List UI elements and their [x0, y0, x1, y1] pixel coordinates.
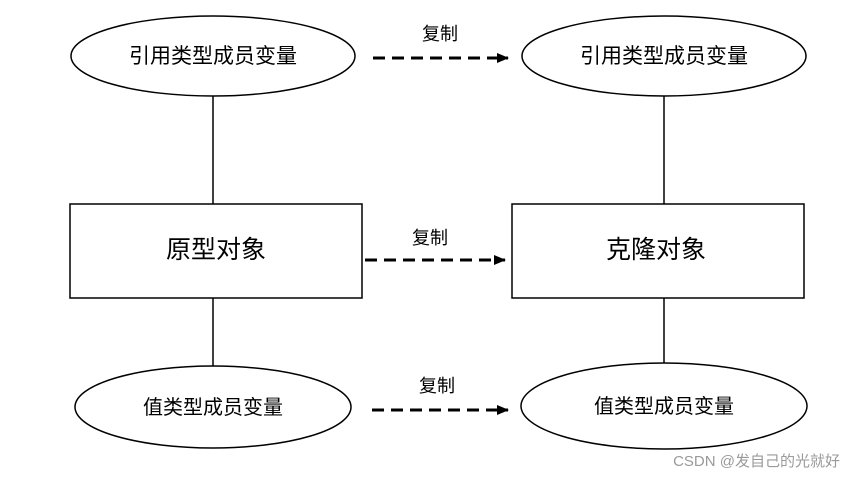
- left-top-ellipse-label: 引用类型成员变量: [129, 44, 297, 68]
- left-bottom-ellipse-label: 值类型成员变量: [143, 395, 283, 419]
- copy-arrow-middle: 复制: [365, 228, 506, 265]
- left-box: 原型对象: [69, 203, 363, 299]
- left-top-ellipse: 引用类型成员变量: [70, 15, 356, 97]
- copy-arrow-top-label: 复制: [422, 24, 458, 45]
- right-box-label: 克隆对象: [606, 235, 706, 264]
- left-box-label: 原型对象: [166, 235, 266, 264]
- left-bottom-ellipse: 值类型成员变量: [74, 365, 352, 449]
- right-box: 克隆对象: [511, 203, 805, 299]
- copy-arrow-bottom: 复制: [372, 376, 509, 415]
- right-bottom-ellipse: 值类型成员变量: [520, 362, 808, 450]
- right-top-ellipse-label: 引用类型成员变量: [580, 44, 748, 68]
- csdn-watermark: CSDN @发自己的光就好: [673, 453, 840, 470]
- copy-arrow-bottom-label: 复制: [419, 376, 455, 397]
- copy-arrow-middle-label: 复制: [412, 228, 448, 249]
- right-bottom-ellipse-label: 值类型成员变量: [594, 394, 734, 418]
- right-top-ellipse: 引用类型成员变量: [521, 15, 807, 97]
- copy-arrow-top: 复制: [373, 24, 509, 63]
